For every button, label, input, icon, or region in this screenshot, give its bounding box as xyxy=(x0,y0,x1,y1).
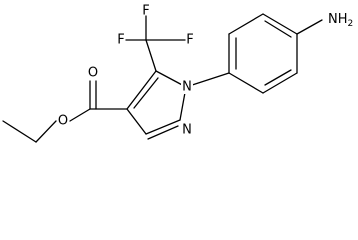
ester-oxygen-label: O xyxy=(58,114,68,129)
bond-carbonyl-o-ester xyxy=(69,108,91,122)
fluorine-label-left: F xyxy=(117,33,124,48)
bond-ch2-ch3 xyxy=(2,120,37,143)
bond-n2-c3 xyxy=(145,119,181,135)
bond-ph-6-1 xyxy=(228,72,264,94)
bond-c4-c5 xyxy=(126,70,157,110)
bond-c4-c5-inner xyxy=(133,77,159,109)
bond-c5-cf3 xyxy=(145,39,157,72)
bond-ph-2-3 xyxy=(228,13,264,35)
bond-o-ch2 xyxy=(35,120,57,143)
bond-ph-5-6 xyxy=(262,72,298,94)
bond-ph-3-4-inner xyxy=(264,20,292,38)
bond-n2-c3-inner xyxy=(147,125,179,140)
amine-label: NH2 xyxy=(328,12,353,29)
chemical-structure-diagram: F F F O O N N NH2 xyxy=(2,4,353,143)
amine-main-text: NH xyxy=(328,12,348,27)
bond-ph-5-6-inner xyxy=(264,69,292,86)
carbonyl-oxygen-label: O xyxy=(88,66,98,81)
bond-ph-4-nh2 xyxy=(296,19,323,35)
pyrazole-n2-label: N xyxy=(182,123,192,138)
fluorine-label-top: F xyxy=(142,4,149,19)
bond-c3-c4 xyxy=(126,108,147,135)
bond-n1-phenyl xyxy=(185,72,230,88)
fluorine-label-right: F xyxy=(186,33,193,48)
bond-ph-3-4 xyxy=(262,13,298,35)
bonds xyxy=(2,13,323,143)
atom-labels: F F F O O N N NH2 xyxy=(58,4,353,138)
pyrazole-n1-label: N xyxy=(182,80,192,95)
amine-subscript: 2 xyxy=(348,19,354,29)
